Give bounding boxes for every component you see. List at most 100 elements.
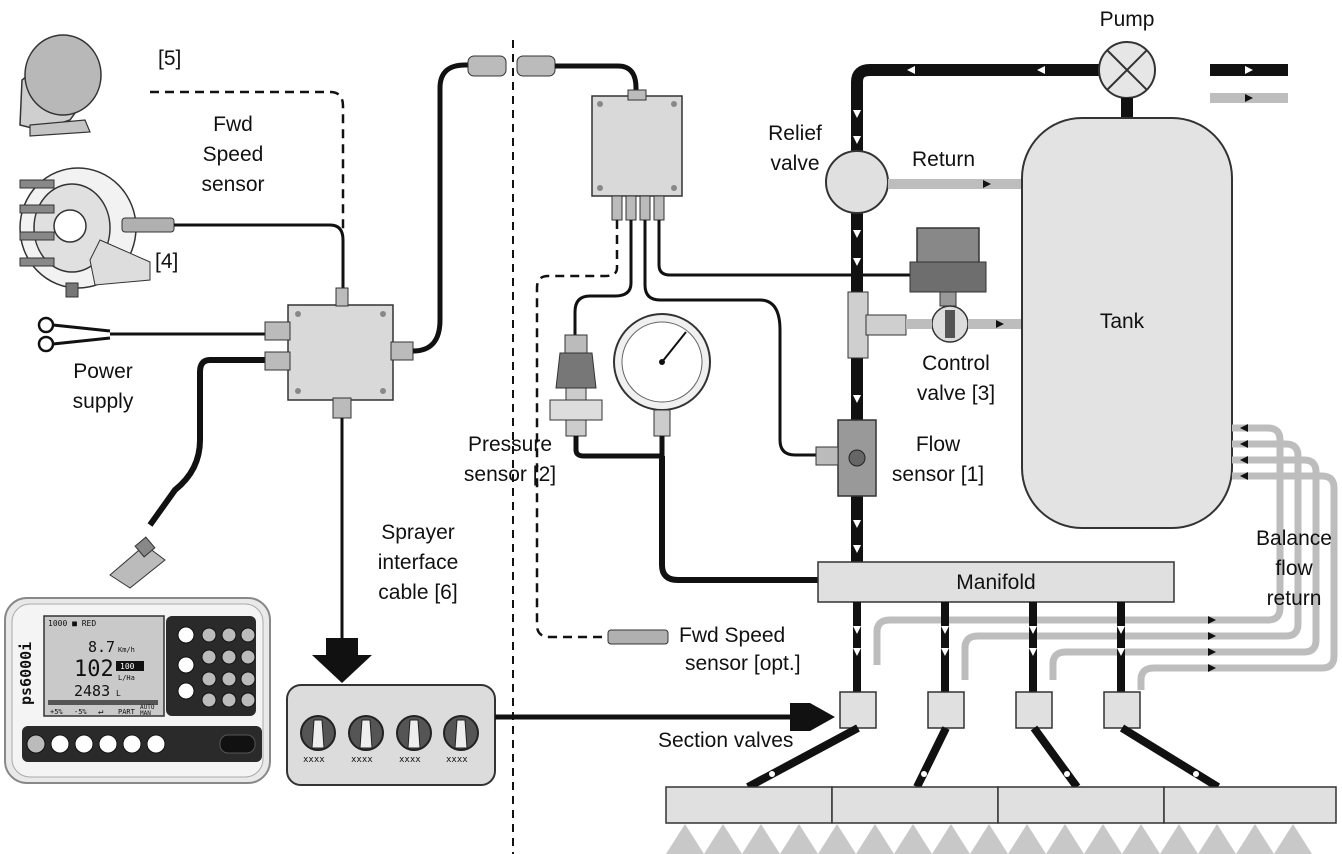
console-cable xyxy=(147,357,280,527)
spray-cone xyxy=(970,824,1008,854)
console-rate-target: 100 xyxy=(120,662,135,671)
power-terminals-icon xyxy=(37,316,111,353)
gauge-to-manifold-hose xyxy=(659,456,818,583)
spray-cone xyxy=(1122,824,1160,854)
control-tee xyxy=(847,291,869,359)
console-rate-target-box xyxy=(116,661,144,671)
junction-box-left xyxy=(264,287,414,419)
label-fwd-speed-3: sensor xyxy=(201,173,264,196)
console-tank-value: 2483 xyxy=(74,682,110,700)
label-pump: Pump xyxy=(1100,8,1155,31)
top-connector-icon xyxy=(467,55,556,77)
spray-cone xyxy=(1084,824,1122,854)
console-speed-value: 8.7 xyxy=(88,638,115,656)
svg-text:xxxx: xxxx xyxy=(446,755,468,765)
section-switch-2[interactable]: xxxx xyxy=(348,715,384,765)
label-power-1: Power xyxy=(73,360,133,383)
label-control-1: Control xyxy=(922,352,990,375)
control-return-arrow xyxy=(996,320,1004,328)
label-balance-3: return xyxy=(1267,587,1322,610)
label-balance-1: Balance xyxy=(1256,527,1332,550)
balance-return-arrows xyxy=(1208,424,1248,672)
pump-icon xyxy=(1098,41,1156,120)
console-rate-value: 102 xyxy=(74,657,114,682)
valves-arrow xyxy=(790,703,835,731)
console-speed-unit: Km/h xyxy=(118,646,135,654)
wheel-hub-icon xyxy=(19,167,151,298)
section-switch-3[interactable]: xxxx xyxy=(396,715,432,765)
console-plug-icon xyxy=(109,536,166,589)
label-return: Return xyxy=(912,148,975,171)
console-section-bar xyxy=(48,700,158,705)
console-btn-man[interactable]: MAN xyxy=(140,710,151,717)
spray-cones xyxy=(666,824,1312,854)
label-relief-1: Relief xyxy=(768,122,822,145)
svg-text:xxxx: xxxx xyxy=(351,755,373,765)
manifold-outlet-arrows xyxy=(853,626,1125,656)
console-rate-unit: L/Ha xyxy=(118,674,135,682)
tank-icon xyxy=(1021,117,1233,529)
console-btn-enter[interactable]: ↵ xyxy=(98,707,103,717)
label-fwd-opt-1: Fwd Speed xyxy=(679,624,785,647)
console-brand: ps6000i xyxy=(17,642,35,705)
label-balance-2: flow xyxy=(1275,557,1313,580)
console-btn-auto[interactable]: AUTO xyxy=(140,704,155,711)
label-pressure-2: sensor [2] xyxy=(464,463,556,486)
manifold-icon xyxy=(817,561,1175,603)
top-interface-cable-right xyxy=(555,63,639,96)
right-wiring xyxy=(573,220,910,457)
control-tee-branch xyxy=(865,314,907,336)
section-valve-1 xyxy=(839,691,877,729)
junction-box-right xyxy=(591,89,683,221)
spray-cone xyxy=(742,824,780,854)
spray-cone xyxy=(894,824,932,854)
label-item4: [4] xyxy=(155,250,178,273)
section-switch-4[interactable]: xxxx xyxy=(443,715,479,765)
pressure-hose xyxy=(573,436,662,459)
label-control-2: valve [3] xyxy=(917,382,995,405)
radar-dashed-wire xyxy=(150,90,345,230)
label-fwd-opt-2: sensor [opt.] xyxy=(685,652,801,675)
wheel-speed-sensor-icon xyxy=(121,217,186,233)
label-flow-2: sensor [1] xyxy=(892,463,984,486)
label-cable-2: interface xyxy=(378,551,459,574)
console-keypad[interactable] xyxy=(177,626,256,708)
cable-down-arrow xyxy=(312,638,372,683)
console-bottom-buttons[interactable] xyxy=(26,734,256,754)
label-tank: Tank xyxy=(1100,310,1145,333)
spray-cone xyxy=(932,824,970,854)
spray-cone xyxy=(818,824,856,854)
boom-feed-arrows xyxy=(769,771,1199,777)
spray-cone xyxy=(1236,824,1274,854)
opt-speed-sensor-icon xyxy=(607,629,669,645)
spray-cone xyxy=(1274,824,1312,854)
console-btn-part[interactable]: PART xyxy=(118,708,136,716)
spray-cone xyxy=(1198,824,1236,854)
return-arrow xyxy=(983,180,991,188)
label-cable-1: Sprayer xyxy=(381,521,455,544)
spray-cone xyxy=(666,824,704,854)
spray-cone xyxy=(1046,824,1084,854)
console-btn-step-down[interactable]: -5% xyxy=(74,708,87,716)
pressure-sensor-icon xyxy=(549,334,603,437)
label-cable-3: cable [6] xyxy=(378,581,457,604)
spray-cone xyxy=(1160,824,1198,854)
label-section-valves: Section valves xyxy=(658,729,793,752)
section-switch-box xyxy=(286,684,496,786)
svg-text:xxxx: xxxx xyxy=(399,755,421,765)
section-switch-1[interactable]: xxxx xyxy=(300,715,336,765)
console-unit xyxy=(4,597,271,784)
main-pressure-line xyxy=(851,64,1118,562)
label-relief-2: valve xyxy=(770,152,819,175)
spray-cone xyxy=(1008,824,1046,854)
console-tank-unit: L xyxy=(116,689,121,698)
top-interface-cable xyxy=(412,62,470,354)
relief-valve-icon xyxy=(825,150,889,214)
spray-cone xyxy=(856,824,894,854)
legend xyxy=(1210,64,1288,103)
spray-cone xyxy=(780,824,818,854)
label-power-2: supply xyxy=(73,390,134,413)
label-item5: [5] xyxy=(158,47,181,70)
console-btn-step-up[interactable]: +5% xyxy=(50,708,63,716)
